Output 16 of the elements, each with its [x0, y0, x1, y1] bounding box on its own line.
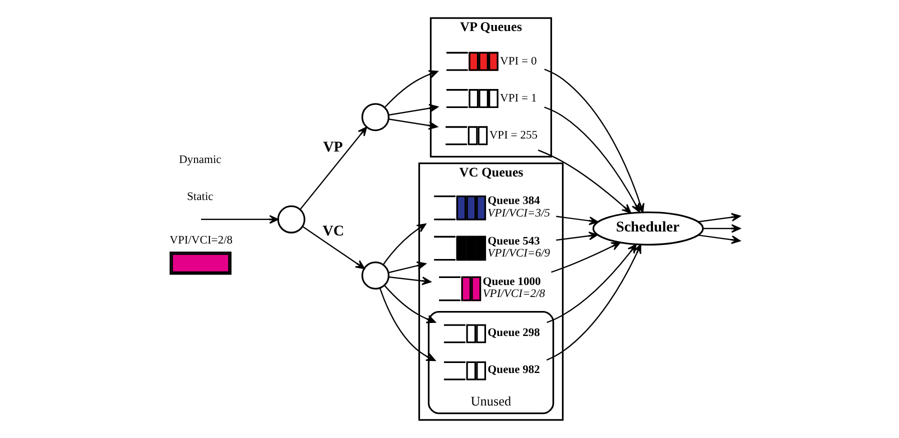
- node-text: Queue 982: [487, 364, 540, 376]
- label: Static: [186, 191, 213, 204]
- edge-label: VC: [322, 223, 344, 240]
- label: Dynamic: [178, 154, 221, 166]
- node-label: Queue 1000: [482, 276, 540, 288]
- node-label: VPI/VCI=6/9: [487, 248, 550, 260]
- node-label: Queue 543: [487, 235, 540, 248]
- node-label: VPI/VCI=2/8: [482, 288, 545, 300]
- node-text: VPI = 1: [500, 92, 536, 105]
- node-label: VPI = 0: [500, 55, 536, 68]
- node-label: VPI/VCI=3/5: [487, 207, 550, 220]
- node-label: VPI/VCI=2/8: [169, 234, 232, 247]
- edge-label: VP: [322, 139, 342, 156]
- node-text: VPI = 255: [488, 130, 538, 142]
- node-text: Queue 298: [487, 326, 540, 339]
- node-label: Queue 384: [487, 194, 540, 207]
